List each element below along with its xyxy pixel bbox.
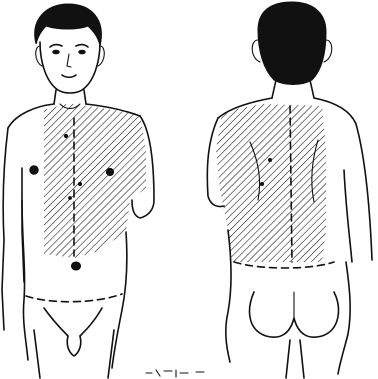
back-mark <box>269 159 272 162</box>
caption-marks <box>146 370 204 377</box>
front-right-eye <box>79 50 85 54</box>
front-hair <box>35 4 102 46</box>
front-left-nipple <box>30 166 38 174</box>
front-left-brow <box>50 45 62 47</box>
front-mark <box>69 197 72 200</box>
front-right-flank <box>112 232 127 368</box>
front-left-eye <box>53 50 59 54</box>
back-shaded-region <box>216 104 326 262</box>
front-waist-dash <box>26 294 122 302</box>
front-figure <box>2 4 154 378</box>
front-pelvis-left <box>44 308 68 336</box>
back-right-arm-outer <box>356 124 372 260</box>
back-head <box>258 2 326 85</box>
front-groin <box>67 336 81 356</box>
front-mark <box>78 182 81 185</box>
front-shaded-region <box>44 104 146 258</box>
back-mark <box>261 183 264 186</box>
front-nose <box>67 54 71 67</box>
front-mouth <box>62 75 76 77</box>
front-left-arm-outer <box>2 128 8 330</box>
front-left-flank <box>22 200 28 360</box>
back-figure <box>207 2 372 378</box>
front-thigh-lines <box>34 330 114 378</box>
front-head <box>40 42 100 93</box>
back-left-flank <box>226 230 231 362</box>
back-right-arm-inner <box>344 170 352 262</box>
back-right-flank <box>338 262 350 374</box>
front-neck <box>54 90 86 104</box>
back-leg-lines <box>286 340 304 378</box>
front-navel <box>71 262 80 270</box>
front-right-nipple <box>106 168 113 175</box>
front-mark <box>64 134 67 137</box>
front-pelvis-right <box>80 308 102 336</box>
back-waist-dash <box>234 262 334 268</box>
front-right-brow <box>76 45 88 47</box>
